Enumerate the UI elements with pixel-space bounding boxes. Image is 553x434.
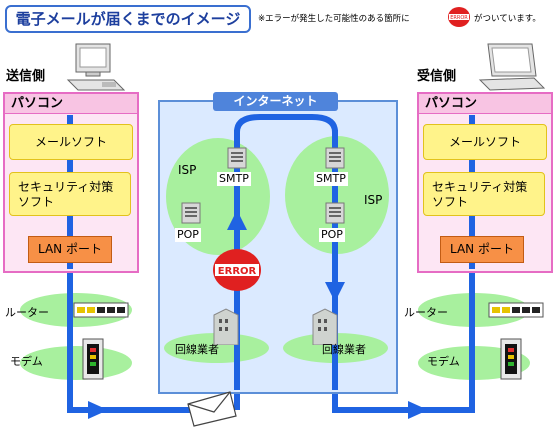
- isp-left-label: ISP: [178, 163, 197, 177]
- isp-right-label: ISP: [364, 193, 383, 207]
- arrow-down-icon: [325, 282, 345, 302]
- sender-pc-label: パソコン: [5, 94, 137, 114]
- arrow-right-icon: [88, 401, 108, 419]
- sender-modem-area: [20, 346, 132, 380]
- sender-lan-port: LAN ポート: [28, 236, 112, 263]
- server-icon: [227, 147, 247, 169]
- laptop-pc-icon: [476, 42, 546, 94]
- error-badge-text: ERROR: [450, 15, 468, 21]
- line-provider-right-label: 回線業者: [322, 343, 366, 356]
- desktop-pc-icon: [66, 42, 126, 94]
- router-icon: [488, 302, 544, 318]
- sender-router-label: ルーター: [5, 306, 49, 319]
- receiver-router-label: ルーター: [404, 306, 448, 319]
- server-icon: [181, 202, 201, 224]
- sender-heading: 送信側: [6, 69, 46, 84]
- internet-label: インターネット: [213, 92, 338, 111]
- receiver-heading: 受信側: [417, 69, 457, 84]
- modem-icon: [82, 338, 104, 380]
- receiver-mail-software: メールソフト: [423, 124, 547, 160]
- error-badge-icon: ERROR: [212, 248, 262, 292]
- receiver-modem-label: モデム: [427, 355, 460, 368]
- receiver-lan-port: LAN ポート: [440, 236, 524, 263]
- server-icon: [325, 202, 345, 224]
- sender-modem-label: モデム: [10, 355, 43, 368]
- receiver-security-software: セキュリティ対策 ソフト: [423, 172, 545, 216]
- line-provider-building-icon: [211, 307, 241, 346]
- note-text: ※エラーが発生した可能性のある箇所に: [258, 14, 410, 24]
- receiver-pc-label: パソコン: [419, 94, 551, 114]
- note-text-after: がついています。: [474, 14, 541, 24]
- arrow-up-icon: [227, 210, 247, 230]
- sender-security-software: セキュリティ対策 ソフト: [9, 172, 131, 216]
- smtp-right-label: SMTP: [314, 172, 348, 186]
- router-icon: [73, 302, 129, 318]
- line-provider-left-label: 回線業者: [175, 343, 219, 356]
- sender-mail-software: メールソフト: [9, 124, 133, 160]
- page-title: 電子メールが届くまでのイメージ: [5, 5, 251, 33]
- pop-left-label: POP: [175, 228, 201, 242]
- server-icon: [325, 147, 345, 169]
- pop-right-label: POP: [319, 228, 345, 242]
- error-text: ERROR: [218, 266, 257, 277]
- modem-icon: [500, 338, 522, 380]
- arrow-right-icon: [408, 401, 428, 419]
- error-badge-icon: ERROR: [447, 6, 471, 28]
- smtp-left-label: SMTP: [217, 172, 251, 186]
- envelope-icon: [186, 390, 238, 428]
- line-provider-building-icon: [310, 307, 340, 346]
